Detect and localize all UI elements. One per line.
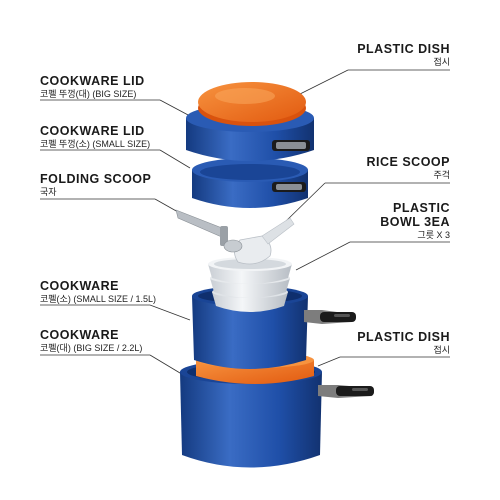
label-title: FOLDING SCOOP bbox=[40, 172, 152, 186]
rice-scoop bbox=[234, 217, 295, 265]
label-rice-scoop: RICE SCOOP 주걱 bbox=[367, 155, 451, 181]
label-title: PLASTIC DISH bbox=[357, 42, 450, 56]
label-plastic-bowl: PLASTIC BOWL 3EA 그릇 X 3 bbox=[380, 201, 450, 241]
small-lid-handle bbox=[272, 182, 306, 192]
folding-scoop bbox=[175, 209, 243, 253]
label-title: COOKWARE bbox=[40, 279, 119, 293]
label-subtitle: 주걱 bbox=[433, 170, 450, 180]
leader-plastic-dish-top bbox=[299, 69, 349, 95]
label-cookware-small: COOKWARE 코펠(소) (SMALL SIZE / 1.5L) bbox=[40, 279, 156, 305]
label-subtitle: 코펠 뚜껑(소) (SMALL SIZE) bbox=[40, 139, 151, 149]
plastic-dish-top bbox=[198, 82, 306, 126]
label-subtitle: 코펠 뚜껑(대) (BIG SIZE) bbox=[40, 89, 137, 99]
label-plastic-dish-top: PLASTIC DISH 접시 bbox=[357, 42, 450, 68]
label-subtitle: 국자 bbox=[40, 187, 57, 197]
label-title-line1: PLASTIC bbox=[393, 201, 450, 215]
small-cookware-lid bbox=[192, 158, 308, 208]
label-subtitle: 접시 bbox=[433, 57, 450, 67]
small-pot-handle bbox=[304, 310, 356, 324]
leader-lines bbox=[40, 69, 450, 377]
label-cookware-big: COOKWARE 코펠(대) (BIG SIZE / 2.2L) bbox=[40, 328, 142, 354]
label-title: RICE SCOOP bbox=[366, 155, 450, 169]
label-subtitle: 코펠(소) (SMALL SIZE / 1.5L) bbox=[40, 294, 157, 304]
label-folding-scoop: FOLDING SCOOP 국자 bbox=[40, 172, 151, 198]
label-title: COOKWARE bbox=[40, 328, 119, 342]
label-title: PLASTIC DISH bbox=[357, 330, 450, 344]
label-subtitle: 접시 bbox=[433, 345, 450, 355]
big-pot-handle bbox=[318, 385, 374, 398]
plastic-bowls bbox=[208, 257, 292, 312]
label-lid-small: COOKWARE LID 코펠 뚜껑(소) (SMALL SIZE) bbox=[40, 124, 150, 150]
label-subtitle: 그릇 X 3 bbox=[417, 230, 450, 240]
label-title: COOKWARE LID bbox=[40, 74, 145, 88]
label-title-line2: BOWL 3EA bbox=[380, 215, 450, 229]
label-title: COOKWARE LID bbox=[40, 124, 145, 138]
label-plastic-dish-bottom: PLASTIC DISH 접시 bbox=[357, 330, 450, 356]
big-lid-handle bbox=[272, 140, 310, 151]
label-subtitle: 코펠(대) (BIG SIZE / 2.2L) bbox=[40, 343, 143, 353]
label-lid-big: COOKWARE LID 코펠 뚜껑(대) (BIG SIZE) bbox=[40, 74, 145, 100]
